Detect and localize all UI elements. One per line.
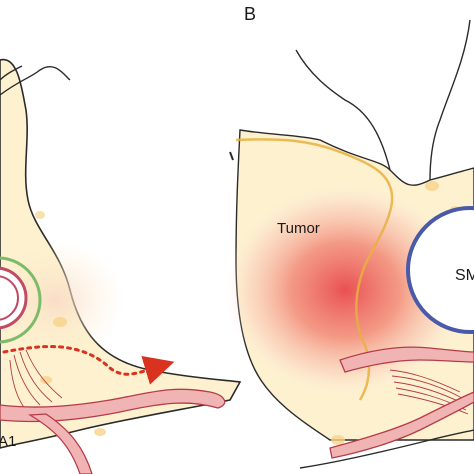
left-vessel-label: A1 [0, 433, 16, 450]
smv-vessel-ring [406, 206, 474, 334]
panel-a: A1 [0, 58, 242, 474]
left-vessel-inner-ring [0, 275, 19, 321]
panel-b: B SM Tumor [225, 4, 474, 469]
fat-spot [425, 181, 439, 191]
right-fat-strand [295, 49, 391, 171]
tumor-region [225, 185, 465, 395]
dissection-path-arrow [2, 345, 175, 385]
right-small-mark [229, 151, 234, 161]
panel-b-letter: B [244, 4, 256, 24]
left-artery [0, 388, 226, 423]
right-fat-strand-2 [429, 19, 471, 181]
left-blush [0, 240, 125, 360]
right-bottom-outline [299, 429, 474, 469]
fat-spot [53, 317, 67, 327]
tumor-label: Tumor [277, 220, 320, 237]
right-artery-upper [339, 346, 474, 373]
left-fat-strand [0, 65, 71, 96]
left-vessel-green-ring [0, 256, 42, 344]
smv-label: SM [455, 267, 474, 284]
fat-spot [35, 211, 45, 219]
left-artery-branch [27, 413, 93, 474]
right-artery-lower [329, 391, 474, 459]
left-fat-strand-2 [0, 65, 23, 81]
fat-spot [94, 428, 106, 436]
tumor-border [235, 138, 394, 401]
fat-spot [331, 435, 345, 445]
